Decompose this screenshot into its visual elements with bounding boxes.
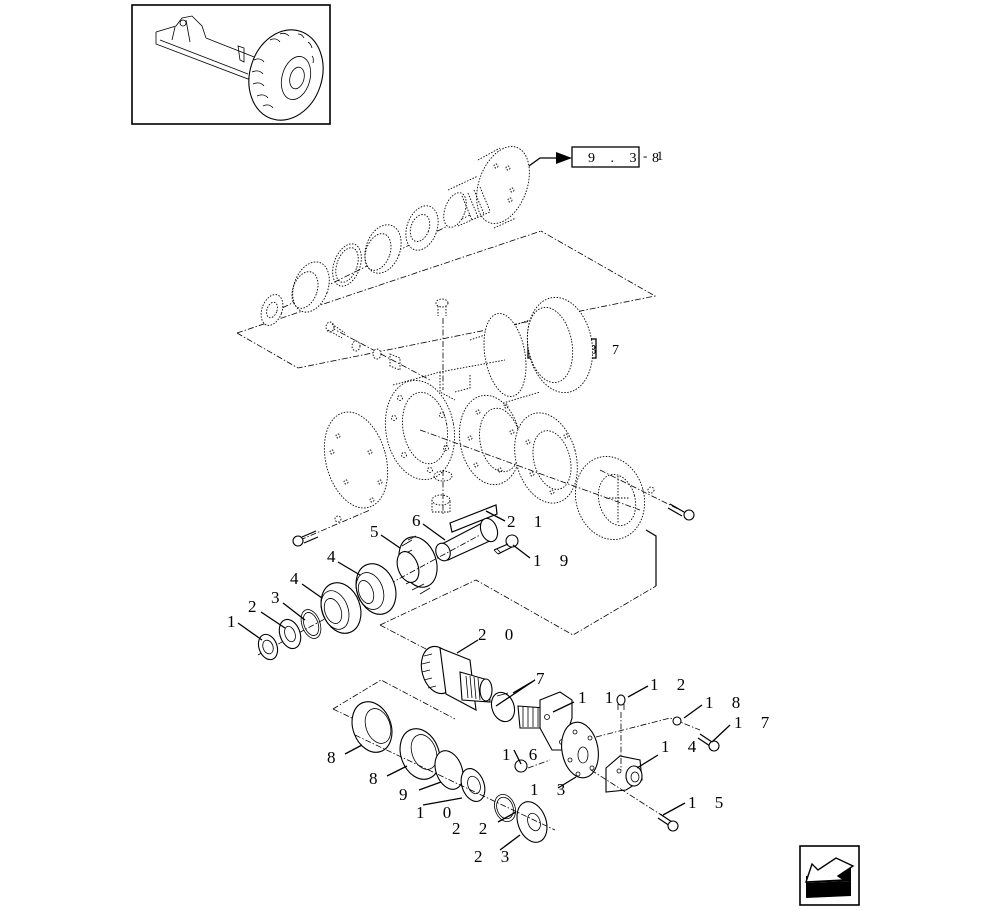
callout-labels: 1 2 3 4 4 5 6 7 8 8 9 1 0 1 1 1 2 1 3 1 …: [227, 511, 776, 866]
thumbnail-frame[interactable]: [131, 4, 334, 130]
callout-16[interactable]: 1 6: [502, 745, 544, 764]
callout-4a[interactable]: 4: [290, 569, 306, 588]
callout-3[interactable]: 3: [271, 588, 287, 607]
callout-20[interactable]: 2 0: [478, 625, 520, 644]
breather-plug-phantom: [435, 298, 449, 390]
callout-5[interactable]: 5: [370, 522, 386, 541]
callout-15[interactable]: 1 5: [688, 793, 730, 812]
callout-19[interactable]: 1 9: [533, 551, 575, 570]
previous-page-arrow-icon: [805, 857, 855, 898]
callout-22[interactable]: 2 2: [452, 819, 494, 838]
reference-label: 9 . 3 8: [588, 151, 665, 166]
callout-11[interactable]: 1 1: [578, 688, 620, 707]
callout-14[interactable]: 1 4: [661, 737, 703, 756]
tractor-axle-wheel-thumbnail-icon: [155, 15, 324, 121]
pinion-assembly: [257, 504, 519, 661]
callout-12[interactable]: 1 2: [650, 675, 692, 694]
previous-page-button[interactable]: [799, 845, 860, 906]
callout-2[interactable]: 2: [248, 597, 264, 616]
callout-21[interactable]: 2 1: [507, 512, 549, 531]
callout-10[interactable]: 1 0: [416, 803, 458, 822]
callout-7[interactable]: 7: [536, 669, 552, 688]
callout-23[interactable]: 2 3: [474, 847, 516, 866]
callout-8b[interactable]: 8: [369, 769, 385, 788]
callout-9[interactable]: 9: [399, 785, 415, 804]
callout-17[interactable]: 1 7: [734, 713, 776, 732]
callout-1[interactable]: 1: [227, 612, 243, 631]
axle-housing-phantom: [292, 296, 695, 586]
callout-13[interactable]: 1 3: [530, 780, 572, 799]
callout-18[interactable]: 1 8: [705, 693, 747, 712]
callout-8a[interactable]: 8: [327, 748, 343, 767]
group-outline-upper: [236, 230, 657, 369]
arrow-right-icon: [556, 152, 572, 164]
callout-6[interactable]: 6: [412, 511, 428, 530]
callout-4b[interactable]: 4: [327, 547, 343, 566]
hub-assembly-phantom: [260, 146, 530, 326]
group-outline-middle: [379, 579, 657, 636]
callout-leaders: [237, 510, 731, 851]
reference-9-38[interactable]: 9 . 3 8 - 1: [521, 146, 666, 172]
reference-suffix: - 1: [643, 148, 666, 163]
bolt-and-washers-phantom: [325, 321, 431, 381]
